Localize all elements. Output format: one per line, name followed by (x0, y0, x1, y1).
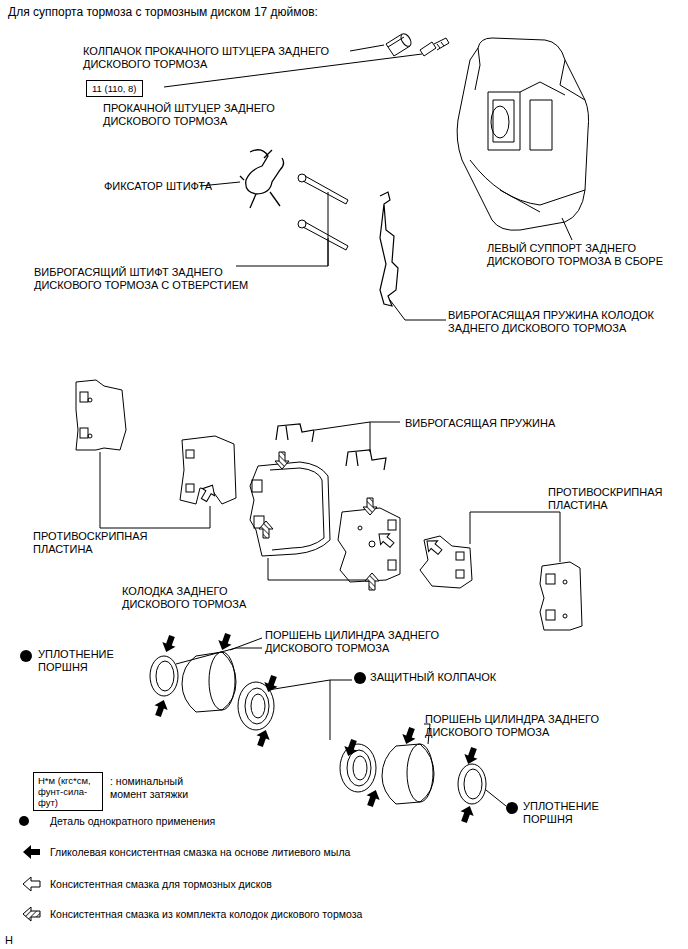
legend-samples (19, 816, 40, 921)
brake-pad (338, 508, 400, 582)
part-label: ЗАЩИТНЫЙ КОЛПАЧОК (370, 671, 540, 684)
dust-boot (340, 744, 376, 792)
piston-seal (458, 764, 486, 804)
part-label: ПРОТИВОСКРИПНАЯ ПЛАСТИНА (33, 530, 158, 555)
part-label-wrap: УПЛОТНЕНИЕ ПОРШНЯ (38, 648, 128, 673)
brake-pad (250, 462, 330, 556)
legend-text-wrap: : номинальный момент затяжки (110, 775, 220, 800)
legend-text-wrap: Деталь однократного применения (50, 815, 450, 828)
legend-text-wrap: Консистентная смазка из комплекта колодо… (50, 908, 550, 921)
unit-box: Н*м (кгс*см, фунт-сила-фут) (33, 772, 103, 811)
part-label: ВИБРОГАСЯЩАЯ ПРУЖИНА КОЛОДОК ЗАДНЕГО ДИС… (448, 309, 674, 334)
pad-spring (276, 424, 314, 442)
part-label-wrap: ЛЕВЫЙ СУППОРТ ЗАДНЕГО ДИСКОВОГО ТОРМОЗА … (487, 242, 679, 267)
part-label: H (5, 934, 25, 947)
bleeder-screw (420, 38, 449, 56)
pad-spring (380, 192, 398, 306)
leader-line (350, 45, 384, 51)
leader-line (486, 790, 506, 806)
legend-text: Деталь однократного применения (50, 815, 450, 828)
box-text: Н*м (кгс*см, фунт-сила-фут) (38, 775, 96, 808)
leader-line (176, 648, 262, 664)
part-label-wrap: ФИКСАТОР ШТИФТА (104, 180, 254, 193)
anti-squeal-shim (420, 536, 472, 588)
legend-text: Консистентная смазка для тормозных диско… (50, 878, 500, 891)
leader-line (315, 422, 400, 452)
leader-line (562, 218, 572, 240)
leader-line (268, 680, 352, 740)
pad-spring (346, 450, 386, 470)
part-label-wrap: ПРОТИВОСКРИПНАЯ ПЛАСТИНА (548, 486, 673, 511)
legend-text-wrap: Консистентная смазка для тормозных диско… (50, 878, 500, 891)
part-label: ВИБРОГАСЯЩАЯ ПРУЖИНА (405, 417, 605, 430)
part-label: ЛЕВЫЙ СУППОРТ ЗАДНЕГО ДИСКОВОГО ТОРМОЗА … (487, 242, 679, 267)
part-label-wrap: ВИБРОГАСЯЩАЯ ПРУЖИНА КОЛОДОК ЗАДНЕГО ДИС… (448, 309, 674, 334)
anti-rattle-pin (298, 174, 348, 250)
piston (382, 744, 434, 804)
part-label-wrap: ВИБРОГАСЯЩАЯ ПРУЖИНА (405, 417, 605, 430)
part-label: КОЛПАЧОК ПРОКАЧНОГО ШТУЦЕРА ЗАДНЕГО ДИСК… (83, 45, 348, 70)
legend-text: : номинальный момент затяжки (110, 775, 220, 800)
torque-box: 11 (110, 8) (86, 80, 143, 97)
part-label-wrap: H (5, 934, 25, 947)
part-label: ПРОКАЧНОЙ ШТУЦЕР ЗАДНЕГО ДИСКОВОГО ТОРМО… (103, 102, 303, 127)
leader-line (236, 192, 328, 266)
anti-squeal-shim (180, 436, 236, 504)
part-label: ПОРШЕНЬ ЦИЛИНДРА ЗАДНЕГО ДИСКОВОГО ТОРМО… (425, 713, 625, 738)
grease-arrows (151, 452, 480, 824)
leader-line (470, 512, 560, 562)
legend-text: Гликолевая консистентная смазка на основ… (50, 846, 550, 859)
leader-line (390, 300, 446, 320)
part-label: ПРОТИВОСКРИПНАЯ ПЛАСТИНА (548, 486, 673, 511)
bleeder-cap (386, 32, 413, 56)
leader-line (100, 506, 210, 528)
leader-line (268, 558, 370, 584)
part-label: КОЛОДКА ЗАДНЕГО ДИСКОВОГО ТОРМОЗА (122, 585, 262, 610)
piston (182, 652, 236, 712)
part-label: ФИКСАТОР ШТИФТА (104, 180, 254, 193)
anti-squeal-shim (540, 562, 582, 630)
part-label: ПОРШЕНЬ ЦИЛИНДРА ЗАДНЕГО ДИСКОВОГО ТОРМО… (265, 629, 465, 654)
part-label-wrap: КОЛОДКА ЗАДНЕГО ДИСКОВОГО ТОРМОЗА (122, 585, 262, 610)
part-label-wrap: ЗАЩИТНЫЙ КОЛПАЧОК (370, 671, 540, 684)
part-label: ВИБРОГАСЯЩИЙ ШТИФТ ЗАДНЕГО ДИСКОВОГО ТОР… (34, 266, 276, 291)
box-text: 11 (110, 8) (92, 83, 137, 94)
pin-retainer (240, 150, 284, 208)
legend-text-wrap: Гликолевая консистентная смазка на основ… (50, 846, 550, 859)
part-label-wrap: ПОРШЕНЬ ЦИЛИНДРА ЗАДНЕГО ДИСКОВОГО ТОРМО… (425, 713, 625, 738)
legend-text: Консистентная смазка из комплекта колодо… (50, 908, 550, 921)
diagram-title: Для суппорта тормоза с тормозным диском … (8, 5, 318, 19)
diagram-title-wrap: Для суппорта тормоза с тормозным диском … (8, 5, 318, 19)
part-label-wrap: ВИБРОГАСЯЩИЙ ШТИФТ ЗАДНЕГО ДИСКОВОГО ТОР… (34, 266, 276, 291)
piston-seal (150, 656, 178, 696)
part-label: УПЛОТНЕНИЕ ПОРШНЯ (38, 648, 128, 673)
part-label-wrap: ПРОТИВОСКРИПНАЯ ПЛАСТИНА (33, 530, 158, 555)
part-label: УПЛОТНЕНИЕ ПОРШНЯ (523, 800, 613, 825)
part-label-wrap: ПРОКАЧНОЙ ШТУЦЕР ЗАДНЕГО ДИСКОВОГО ТОРМО… (103, 102, 303, 127)
anti-squeal-shim (76, 380, 126, 450)
part-label-wrap: ПОРШЕНЬ ЦИЛИНДРА ЗАДНЕГО ДИСКОВОГО ТОРМО… (265, 629, 465, 654)
part-label-wrap: УПЛОТНЕНИЕ ПОРШНЯ (523, 800, 613, 825)
leader-line (100, 452, 101, 528)
part-label-wrap: КОЛПАЧОК ПРОКАЧНОГО ШТУЦЕРА ЗАДНЕГО ДИСК… (83, 45, 348, 70)
caliper-housing (457, 38, 588, 230)
